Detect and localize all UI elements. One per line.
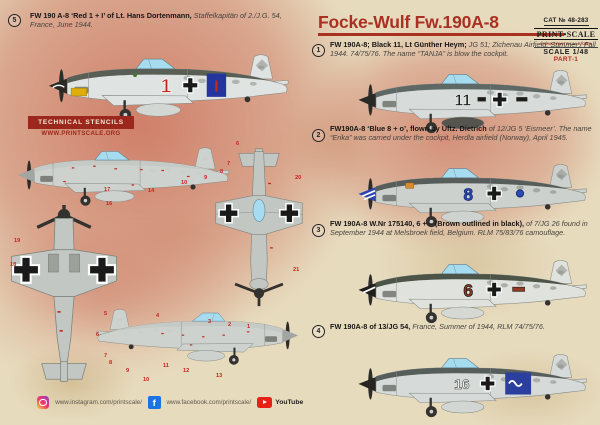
entry-2-text: FW190A-8 ‘Blue 8 + o’, flown by Uftz. Di… (330, 124, 598, 142)
printscale-brand-logo: PRINT•SCALE (534, 28, 598, 40)
tactical-number-white-16: 16 (454, 376, 470, 392)
profile-white-16-blue-wave-illustration: 16 (358, 353, 587, 418)
entry-1-text-italic: JG 51; Zichenau Airfield; Summer / Fall … (330, 40, 596, 58)
entry-1-text: FW 190A-8; Black 11, Lt Günther Heym; JG… (330, 40, 598, 58)
facebook-icon (148, 396, 161, 409)
entry-3-text: FW 190A-8 W.Nr 175140, 6 + – (Brown outl… (330, 219, 598, 237)
scale-label: SCALE 1/48 (543, 49, 589, 56)
youtube-label: YouTube (275, 398, 304, 406)
entry-number-badge-5: 5 (8, 14, 21, 27)
yellow-cowl-panel (70, 87, 87, 97)
stencil-side-view-2 (96, 308, 299, 366)
profile-brown-6-illustration: 6 (358, 259, 587, 324)
fuselage-bar (516, 97, 528, 102)
blue-fuselage-band (505, 372, 532, 395)
social-footer: www.instagram.com/printscale/ www.facebo… (24, 396, 316, 409)
entry-number-badge-4: 4 (312, 325, 325, 338)
emblem-dot (133, 73, 137, 77)
tactical-number-red-1: 1 (161, 76, 172, 98)
blue-dot-marking (515, 189, 525, 198)
fuselage-bar (512, 286, 525, 292)
stencil-side-view (17, 147, 230, 207)
entry-number-badge-3: 3 (312, 224, 325, 237)
cowl-emblem (405, 182, 415, 189)
profile-red-1-illustration: 1 I (48, 54, 289, 122)
entry-4-text: FW 190A-8 of 13/JG 54, France, Summer of… (330, 322, 598, 331)
spinner-stripe (362, 286, 376, 294)
blue-fuselage-band (206, 73, 227, 97)
entry-1-text-bold: FW 190A-8; Black 11, Lt Günther Heym; (330, 40, 467, 49)
spinner-stripe (363, 194, 376, 201)
entry-4-text-italic: France, Summer of 1944, RLM 74/75/76. (410, 322, 545, 331)
entry-2-text-bold: FW190A-8 ‘Blue 8 + o’, flown by Uftz. Di… (330, 124, 487, 133)
title-underline (318, 33, 564, 36)
top-plan-view (215, 148, 303, 307)
catalog-number: CAT № 48-283 (543, 17, 589, 26)
stencil-red-marks (63, 165, 190, 186)
stencil-callout-number: 10 (143, 377, 150, 383)
spinner-stripe (361, 189, 376, 197)
entry-2-text-italic: of 12/JG 5 ‘Eismeer’. The name “Erika” w… (330, 124, 592, 142)
spinner-spiral (52, 84, 65, 89)
part-label: PART-1 (553, 56, 579, 63)
tactical-number-brown-6: 6 (463, 280, 473, 300)
tactical-number-blue-8: 8 (463, 184, 473, 204)
entry-5-text-italic: Staffelkapitän of 2./J.G. 54, France, Ju… (30, 11, 282, 29)
facebook-url: www.facebook.com/printscale/ (166, 398, 252, 406)
catalog-block: CAT № 48-283 PRINT•SCALE WWW.PRINTSCALE.… (534, 9, 598, 63)
entry-5-text-bold: FW 190 A-8 ‘Red 1 + I’ of Lt. Hans Dorte… (30, 11, 192, 20)
stencil-callout-number: 13 (216, 373, 223, 379)
stencil-red-marks (161, 331, 250, 346)
page-title: Focke-Wulf Fw.190A-8 (318, 12, 499, 32)
band-letter-I: I (214, 79, 218, 96)
stencil-callout-number: 9 (126, 368, 130, 374)
entry-4-text-bold: FW 190A-8 of 13/JG 54, (330, 322, 411, 331)
canopy-top-view (252, 199, 266, 222)
entry-3-text-bold: FW 190A-8 W.Nr 175140, 6 + – (Brown outl… (330, 219, 525, 228)
entry-number-badge-2: 2 (312, 129, 325, 142)
profile-blue-8-illustration: 8 (358, 163, 587, 228)
printscale-site-label: WWW.PRINTSCALE.ORG (41, 131, 121, 137)
tactical-number-black-11: 11 (454, 92, 471, 109)
entry-number-badge-1: 1 (312, 44, 325, 57)
entry-3-text-italic: of 7/JG 26 found in September 1944 at Me… (330, 219, 588, 237)
instagram-url: www.instagram.com/printscale/ (55, 398, 142, 406)
profile-black-11-illustration: 11 (358, 69, 587, 134)
instagram-icon (36, 396, 50, 409)
bottom-plan-view (11, 205, 117, 382)
youtube-icon (257, 397, 273, 408)
white-wave-marking (508, 380, 523, 387)
fuselage-bar (477, 97, 486, 102)
entry-5-text: FW 190 A-8 ‘Red 1 + I’ of Lt. Hans Dorte… (30, 11, 298, 29)
stencil-callout-number: 12 (183, 368, 190, 374)
brand-site-label: WWW.PRINTSCALE.ORG (534, 40, 598, 48)
technical-stencils-box: TECHNICAL STENCILS (28, 116, 134, 129)
